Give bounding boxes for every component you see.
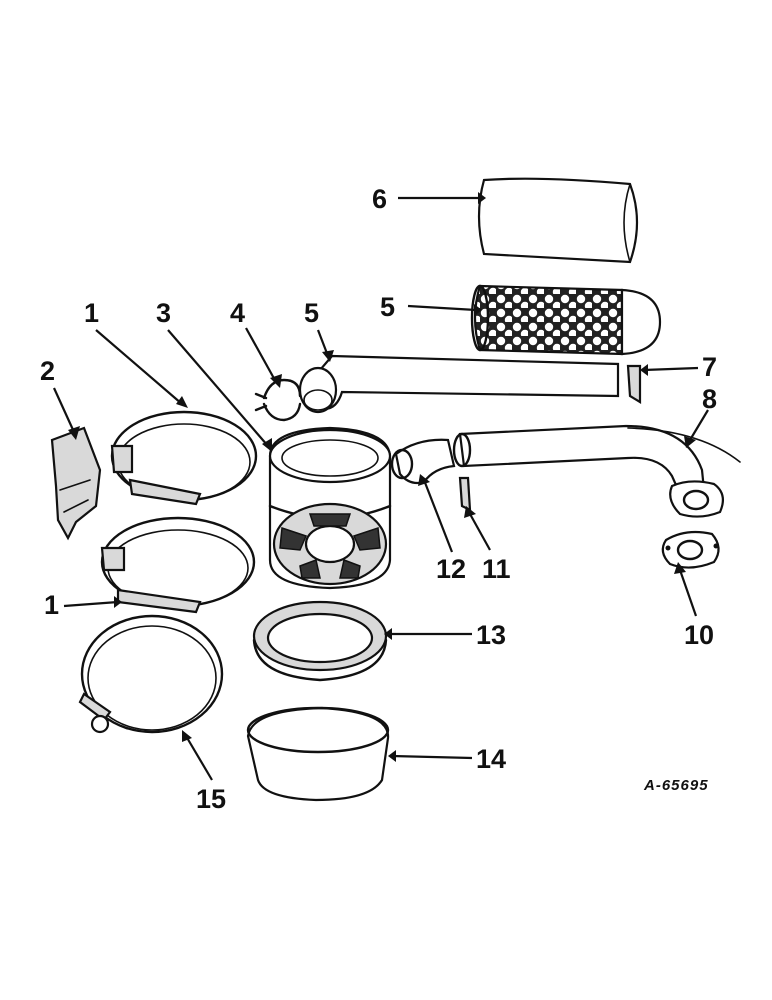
callout-12: 12 xyxy=(436,554,466,584)
part-8-clip xyxy=(626,364,642,404)
callout-14: 14 xyxy=(476,744,506,774)
callout-8: 7 xyxy=(702,352,717,382)
leader-lines xyxy=(52,192,709,781)
part-6-perforated-element xyxy=(470,284,662,356)
callout-13: 13 xyxy=(476,620,506,650)
part-13-oil-cup xyxy=(252,600,388,682)
part-14-bowl xyxy=(246,706,390,802)
callout-11: 11 xyxy=(482,554,511,584)
callout-7: 6 xyxy=(372,184,387,214)
callout-2: 2 xyxy=(40,356,55,386)
part-4-hose-clamp xyxy=(254,378,302,422)
callout-4: 4 xyxy=(230,298,245,328)
part-15-clamp-ring xyxy=(78,614,224,734)
part-5-inlet-tube xyxy=(298,354,620,414)
part-2-bracket xyxy=(50,426,102,541)
part-1-upper-band xyxy=(110,410,258,506)
callout-10: 10 xyxy=(684,620,714,650)
callout-6: 5 xyxy=(380,292,395,322)
callout-5: 5 xyxy=(304,298,319,328)
part-12-elbow xyxy=(390,438,456,485)
part-1-lower-band xyxy=(100,516,256,614)
callout-1-upper: 1 xyxy=(84,298,99,328)
part-9-outlet-elbow xyxy=(452,424,741,518)
callout-9: 8 xyxy=(702,384,717,414)
part-number: A-65695 xyxy=(643,777,709,794)
callout-labels: 6 5 7 5 4 3 1 2 1 8 10 11 12 13 14 15 A-… xyxy=(40,184,717,814)
part-10-gasket xyxy=(661,530,720,569)
callout-3: 3 xyxy=(156,298,171,328)
part-7-filter-sleeve xyxy=(477,177,639,264)
part-11-clip xyxy=(458,476,472,512)
part-3-air-cleaner-body xyxy=(268,426,392,590)
callout-1-lower: 1 xyxy=(44,590,59,620)
callout-15: 15 xyxy=(196,784,226,814)
